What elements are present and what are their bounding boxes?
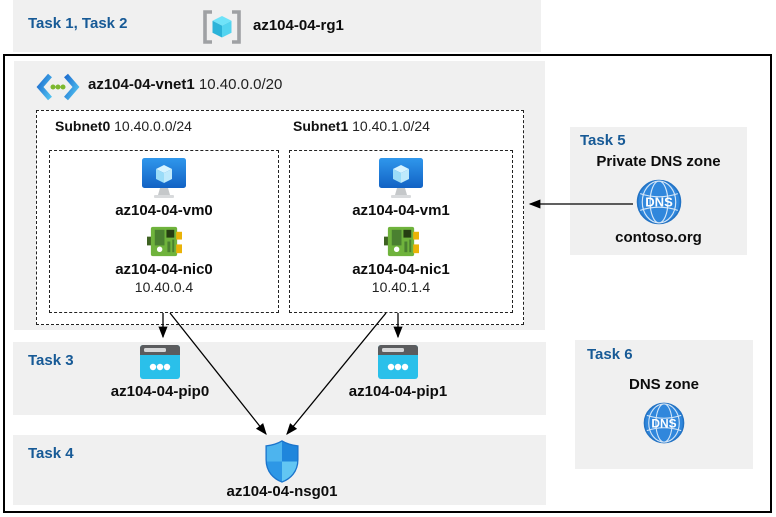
pip1-label: az104-04-pip1 — [348, 383, 448, 400]
vm1-icon — [379, 158, 423, 198]
private-dns-icon-wrap: DNS — [570, 179, 747, 225]
dns-icon-text: DNS — [651, 416, 676, 430]
pip0-label: az104-04-pip0 — [110, 383, 210, 400]
resource-group-name: az104-04-rg1 — [253, 17, 344, 34]
pip1-group: az104-04-pip1 — [333, 345, 463, 400]
public-ip1-icon — [378, 345, 418, 379]
dns-zone-title: DNS zone — [628, 376, 699, 393]
task5-label: Task 5 — [580, 132, 626, 149]
private-dns-zone-name: contoso.org — [615, 229, 702, 246]
vm1-label: az104-04-vm1 — [352, 202, 450, 219]
task4-label: Task 4 — [28, 445, 74, 462]
subnet1-box: az104-04-vm1 az104-04-nic1 10.40.1.4 — [289, 150, 513, 313]
vnet-cidr: 10.40.0.0/20 — [198, 76, 283, 93]
task3-band: Task 3 az104-04-pip0 az104-04-pip1 — [13, 342, 546, 415]
public-ip0-icon — [140, 345, 180, 379]
private-dns-icon: DNS — [636, 179, 681, 225]
nic0-ip: 10.40.0.4 — [134, 279, 194, 295]
nsg-group: az104-04-nsg01 — [197, 440, 367, 500]
nsg-shield-icon — [265, 440, 299, 483]
vm0-icon — [142, 158, 186, 198]
subnet0-header: Subnet0 10.40.0.0/24 — [55, 118, 192, 134]
task1-task2-label: Task 1, Task 2 — [28, 15, 128, 32]
nic1-icon — [383, 226, 419, 257]
task5-box: Task 5 Private DNS zone DNS contoso.org — [570, 127, 747, 255]
subnet1-cidr: 10.40.1.0/24 — [352, 118, 430, 134]
task6-label: Task 6 — [587, 346, 633, 363]
nic1-label: az104-04-nic1 — [352, 261, 450, 278]
subnet0-box: az104-04-vm0 az104-04-nic0 10.40.0.4 — [49, 150, 279, 313]
private-dns-icon-text: DNS — [645, 195, 673, 210]
nic0-icon — [146, 226, 182, 257]
nic0-label: az104-04-nic0 — [115, 261, 213, 278]
subnet1-header: Subnet1 10.40.1.0/24 — [293, 118, 430, 134]
vm0-label: az104-04-vm0 — [115, 202, 213, 219]
subnet0-cidr: 10.40.0.0/24 — [114, 118, 192, 134]
nic1-ip: 10.40.1.4 — [371, 279, 431, 295]
vnet-box: az104-04-vnet1 10.40.0.0/20 Subnet0 10.4… — [14, 61, 545, 330]
dns-icon: DNS — [643, 402, 685, 444]
diagram-outer-border — [3, 54, 772, 513]
task1-task2-band: Task 1, Task 2 az104-04-rg1 — [13, 0, 541, 52]
subnet1-name: Subnet1 — [293, 118, 349, 134]
private-dns-zone-title: Private DNS zone — [596, 153, 721, 170]
subnets-container: Subnet0 10.40.0.0/24 Subnet1 10.40.1.0/2… — [36, 110, 524, 325]
task3-label: Task 3 — [28, 352, 74, 369]
virtual-network-icon — [36, 73, 80, 101]
vnet-name: az104-04-vnet1 — [88, 76, 195, 93]
vnet-title: az104-04-vnet1 10.40.0.0/20 — [88, 76, 282, 93]
nsg-label: az104-04-nsg01 — [226, 483, 338, 500]
subnet0-name: Subnet0 — [55, 118, 111, 134]
dns-icon-wrap: DNS — [575, 402, 753, 444]
task6-box: Task 6 DNS zone DNS — [575, 340, 753, 469]
resource-group-icon — [203, 10, 241, 44]
pip0-group: az104-04-pip0 — [95, 345, 225, 400]
task4-band: Task 4 az104-04-nsg01 — [13, 435, 546, 505]
